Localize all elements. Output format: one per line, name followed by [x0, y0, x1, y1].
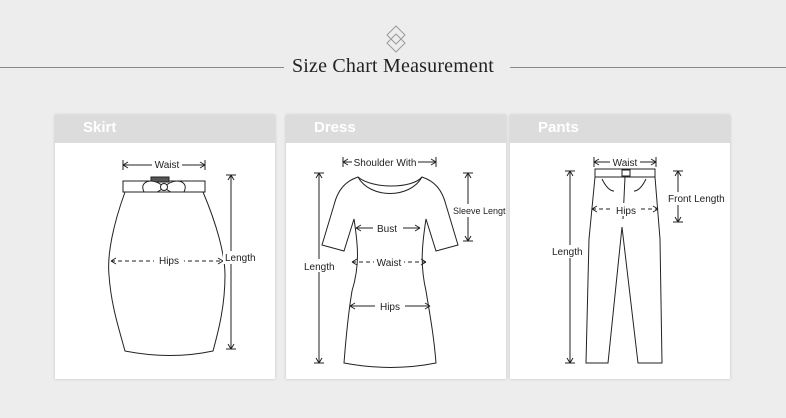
dress-hips-label: Hips — [380, 302, 400, 313]
skirt-length-label: Length — [225, 253, 256, 264]
skirt-diagram: Waist Hips Length — [108, 158, 257, 356]
pants-diagram: Waist Hips Front Length Length — [550, 155, 728, 364]
skirt-panel-title: Skirt — [83, 119, 117, 136]
dress-diagram: Shoulder With Bust Waist Hips Sleeve Len… — [304, 155, 506, 368]
diamond-ornament-icon — [386, 25, 406, 53]
pants-hips-label: Hips — [616, 206, 636, 217]
pants-length-label: Length — [552, 247, 583, 258]
skirt-hips-label: Hips — [159, 256, 179, 267]
dress-waist-label: Waist — [377, 258, 402, 269]
pants-panel-header: Pants — [510, 115, 730, 143]
title-divider-right — [510, 67, 786, 68]
dress-panel: Dress S — [286, 115, 506, 379]
page-title: Size Chart Measurement — [291, 55, 495, 77]
skirt-panel-header: Skirt — [55, 115, 275, 143]
dress-bust-label: Bust — [377, 224, 397, 235]
pants-panel: Pants Waist Hips — [510, 115, 730, 379]
dress-panel-header: Dress — [286, 115, 506, 143]
dress-panel-title: Dress — [314, 119, 356, 136]
dress-shoulder-label: Shoulder With — [354, 158, 417, 169]
dress-length-label: Length — [304, 262, 335, 273]
skirt-panel: Skirt Waist Hips Length — [55, 115, 275, 379]
dress-sleeve-length-label: Sleeve Length — [453, 206, 506, 216]
skirt-waist-label: Waist — [155, 160, 180, 171]
pants-panel-title: Pants — [538, 119, 579, 136]
pants-waist-label: Waist — [613, 158, 638, 169]
title-divider-left — [0, 67, 284, 68]
pants-front-length-label: Front Length — [668, 194, 725, 205]
